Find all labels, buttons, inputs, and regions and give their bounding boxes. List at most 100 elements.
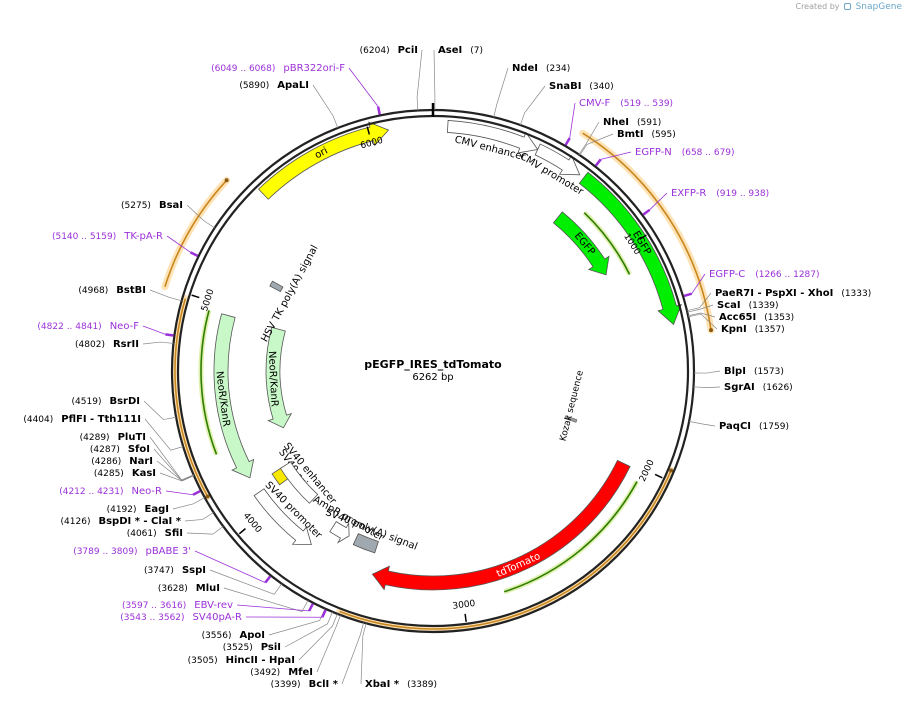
primer-cmv-f: CMV-F(519 .. 539) [579,98,673,109]
site-position: (7) [470,46,483,56]
primer-pbr322ori-f: (6049 .. 6068) pBR322ori-F [211,63,345,74]
feature-neor-kanr [265,326,293,429]
site-eagi: (4192)EagI [107,504,169,515]
site-position: (591) [637,118,661,128]
primer-egfp-n: EGFP-N(658 .. 679) [635,147,735,158]
site-asei: AseI(7) [438,45,483,56]
tick-label: 2000 [638,458,657,483]
site-name: BsrDI [109,396,140,407]
snapgene-credit: Created by SnapGene [795,2,902,12]
snapgene-logo-icon [844,3,852,10]
primer-leader [600,151,632,160]
tick-mark [238,528,246,535]
feature-cmv-promoter [534,143,581,176]
primer-name: Neo-F [110,321,140,332]
site-leader [144,418,184,451]
primer-leader [165,490,194,496]
site-nhei: NheI(591) [603,117,661,128]
orf-arc [339,470,672,630]
primer-mark [264,575,272,584]
primer-name: EBV-rev [194,600,233,611]
site-name: KasI [132,468,156,479]
site-name: NdeI [512,63,538,74]
site-leader [143,400,177,420]
feature-sv40-poly-a-signal [352,533,379,554]
site-name: BlpI [724,366,746,377]
site-name: PsiI [261,642,281,653]
primer-mark [642,208,651,216]
primer-ebv-rev: (3597 .. 3616)EBV-rev [122,600,233,611]
site-sgrai: SgrAI(1626) [724,382,793,393]
site-position: (4287) [90,445,120,455]
site-snabi: SnaBI(340) [549,81,614,92]
site-position: (4126) [61,517,91,527]
site-blpi: BlpI (1573) [724,366,784,377]
site-bmti: BmtI (595) [617,129,676,140]
site-position: (595) [652,130,676,140]
site-name: PciI [398,45,418,56]
site-leader [493,67,509,118]
site-hincii-hpai: (3505)HincII - HpaI [188,655,295,666]
site-kpni: KpnI(1357) [721,324,785,335]
backbone-inner-strand [176,114,690,628]
site-xbai: XbaI *(3389) [365,679,437,690]
site-leader [360,623,367,685]
orf-arrowhead [224,178,229,183]
site-mfei: (3492)MfeI [250,667,313,678]
site-name: BsaI [159,200,183,211]
orf-arc [582,132,712,331]
primer-mark [308,603,314,612]
primer-layer: (6049 .. 6068) pBR322ori-F CMV-F(519 .. 53… [37,63,819,623]
primer-name: EGFP-C [709,269,745,280]
primer-name: SV40pA-R [193,612,242,623]
primer-mark [564,137,571,146]
orf-arc [583,212,631,275]
credit-brand: SnapGene [855,2,902,12]
tick-mark [654,473,663,479]
site-sfii: (4061)SfiI [127,528,183,539]
site-name: BstBI [116,285,146,296]
site-name: ApoI [240,630,266,641]
site-bstbi: (4968)BstBI [78,285,146,296]
primer-position: (3789 .. 3809) [73,547,137,557]
primer-mark [594,158,602,167]
site-position: (1626) [763,383,793,393]
tick-mark [464,613,467,622]
site-leader [186,526,224,535]
site-position: (5275) [121,201,151,211]
site-position: (1353) [764,313,794,323]
site-sspi: (3747)SspI [144,565,206,576]
site-leader [153,448,194,481]
primer-leader [166,235,191,253]
site-leader [149,436,194,481]
feature-egfp [552,211,610,276]
site-position: (3747) [144,566,174,576]
feature-sv40-enhancer [279,461,319,504]
credit-text: Created by [795,2,840,11]
site-position: (4519) [72,397,102,407]
site-rsrii: (4802)RsrII [75,339,139,350]
primer-neo-f: (4822 .. 4841)Neo-F [37,321,139,332]
site-sfoi: (4287)SfoI [90,444,150,455]
primer-leader [649,192,668,211]
site-name: EagI [145,504,169,515]
primer-position: (5140 .. 5159) [52,232,116,242]
site-name: MluI [196,583,220,594]
primer-position: (4212 .. 4231) [59,487,123,497]
primer-position: (6049 .. 6068) [211,64,275,74]
site-position: (1333) [841,289,871,299]
primer-name: pBR322ori-F [283,63,345,74]
primer-position: (3543 .. 3562) [120,613,184,623]
primer-name: TK-pA-R [123,231,163,242]
primer-egfp-c: EGFP-C(1266 .. 1287) [709,269,820,280]
primer-mark [321,609,327,618]
site-leader [341,622,364,685]
site-leader [578,121,600,155]
primer-mark [683,292,693,298]
site-name: BmtI [617,129,644,140]
site-position: (3492) [250,668,280,678]
site-leader [184,512,214,522]
site-position: (1573) [754,367,784,377]
site-leader [186,204,215,229]
